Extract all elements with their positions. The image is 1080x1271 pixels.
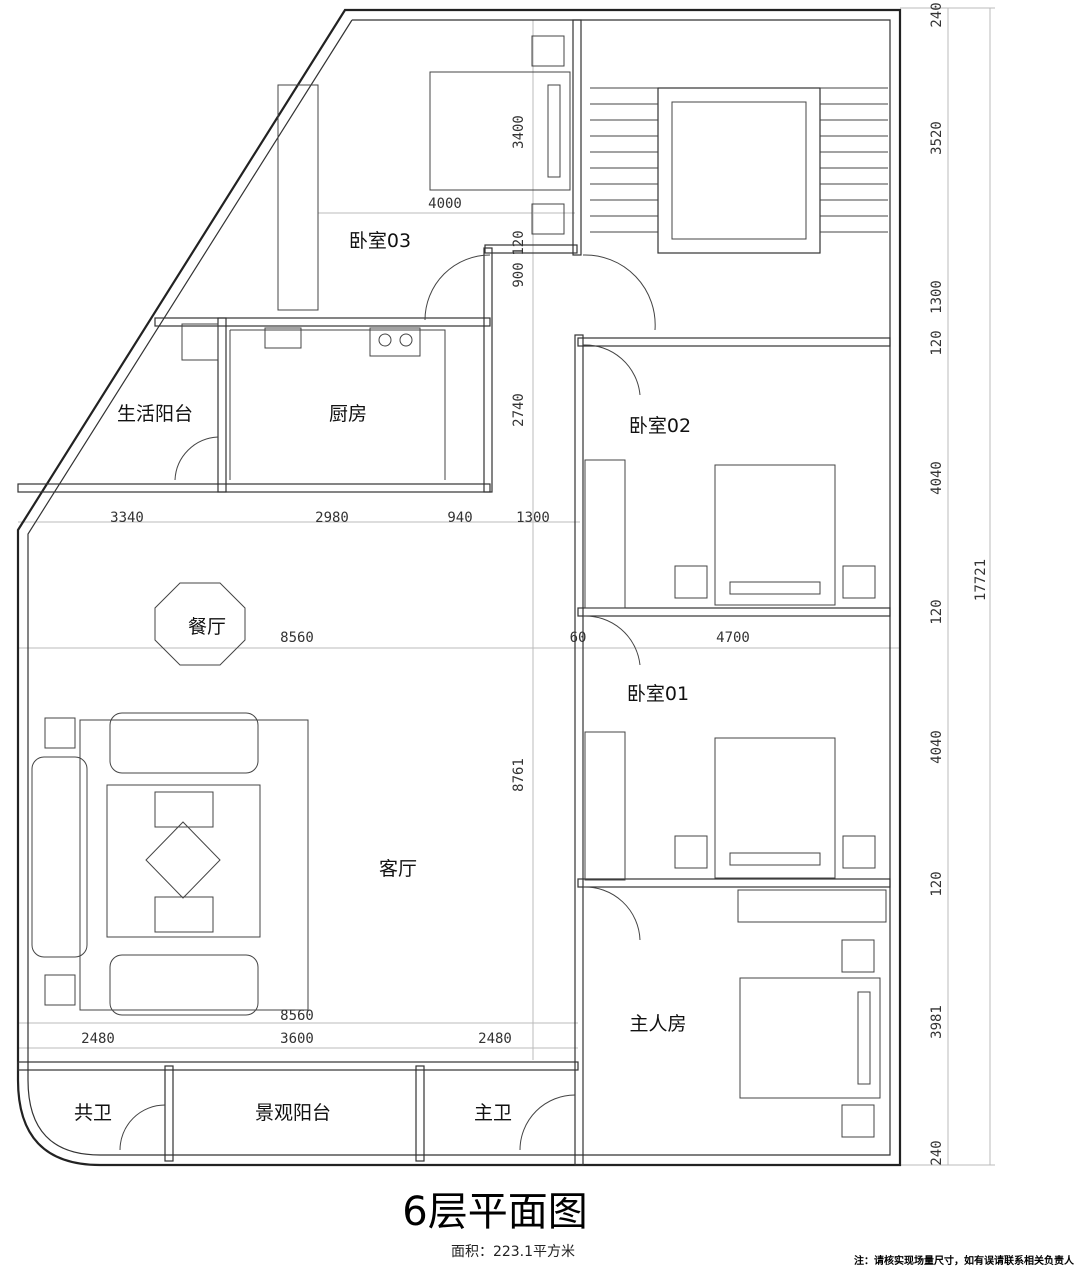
rug	[79, 719, 309, 1011]
room-bedroom-03: 卧室03	[349, 230, 411, 252]
bed-master	[739, 977, 881, 1099]
dim-label: 4040	[929, 461, 945, 495]
sofa-top	[109, 712, 259, 774]
room-bedroom-01: 卧室01	[627, 683, 689, 705]
dining-table	[154, 582, 246, 666]
room-master-bath: 主卫	[474, 1102, 512, 1124]
dim-label: 3600	[280, 1031, 314, 1047]
stairs	[590, 87, 888, 254]
plan-title: 6层平面图	[402, 1189, 587, 1235]
room-bedroom-02: 卧室02	[629, 415, 691, 437]
dim-label: 2480	[81, 1031, 115, 1047]
dim-label: 2480	[478, 1031, 512, 1047]
wardrobe-01	[584, 731, 626, 881]
room-master: 主人房	[629, 1013, 686, 1035]
disclaimer-note: 注：请核实现场量尺寸，如有误请联系相关负责人	[854, 1254, 1075, 1267]
dim-label: 4700	[716, 630, 750, 646]
dim-label: 8761	[511, 758, 527, 792]
dim-label: 8560	[280, 1008, 314, 1024]
dimension-lines	[18, 7, 995, 1166]
sofa-left	[31, 756, 88, 958]
room-dining: 餐厅	[188, 616, 226, 638]
dim-label: 120	[929, 871, 945, 896]
dim-label: 940	[447, 510, 472, 526]
dim-label: 4000	[428, 196, 462, 212]
room-kitchen: 厨房	[329, 403, 367, 425]
bed-01	[714, 737, 836, 879]
dim-label: 120	[929, 599, 945, 624]
dim-label: 240	[929, 1140, 945, 1165]
wardrobe-03	[277, 84, 319, 311]
wardrobe-master	[737, 889, 887, 923]
dim-label: 1300	[516, 510, 550, 526]
wardrobe-02	[584, 459, 626, 609]
room-labels: 卧室03 生活阳台 厨房 卧室02 餐厅 卧室01 客厅 主人房 共卫 景观阳台…	[74, 230, 691, 1124]
dim-label: 2740	[511, 393, 527, 427]
dim-label: 3981	[929, 1005, 945, 1039]
dim-label: 60	[570, 630, 587, 646]
room-living: 客厅	[379, 858, 417, 880]
dim-label: 120	[511, 230, 527, 255]
dim-label: 120	[929, 330, 945, 355]
room-shared-bath: 共卫	[74, 1102, 112, 1124]
dim-label: 3340	[110, 510, 144, 526]
bed-02	[714, 464, 836, 606]
sofa-bottom	[109, 954, 259, 1016]
dim-label: 3520	[929, 121, 945, 155]
dimensions: 4000 3340 2980 940 1300 8560 60 4700 856…	[81, 2, 989, 1165]
outer-walls	[16, 8, 902, 1167]
furniture	[31, 35, 887, 1138]
room-view-balcony: 景观阳台	[255, 1102, 331, 1124]
dim-label: 1300	[929, 280, 945, 314]
doors	[119, 254, 656, 1151]
dim-label: 2980	[315, 510, 349, 526]
dim-label: 3400	[511, 115, 527, 149]
dim-label: 4040	[929, 730, 945, 764]
bed-03	[429, 71, 571, 191]
dim-total: 17721	[973, 559, 989, 601]
dim-label: 900	[511, 262, 527, 287]
dim-label: 8560	[280, 630, 314, 646]
dim-label: 240	[929, 2, 945, 27]
interior-walls	[17, 19, 891, 1166]
room-utility-balcony: 生活阳台	[117, 403, 193, 425]
area-label: 面积：223.1平方米	[451, 1244, 575, 1260]
